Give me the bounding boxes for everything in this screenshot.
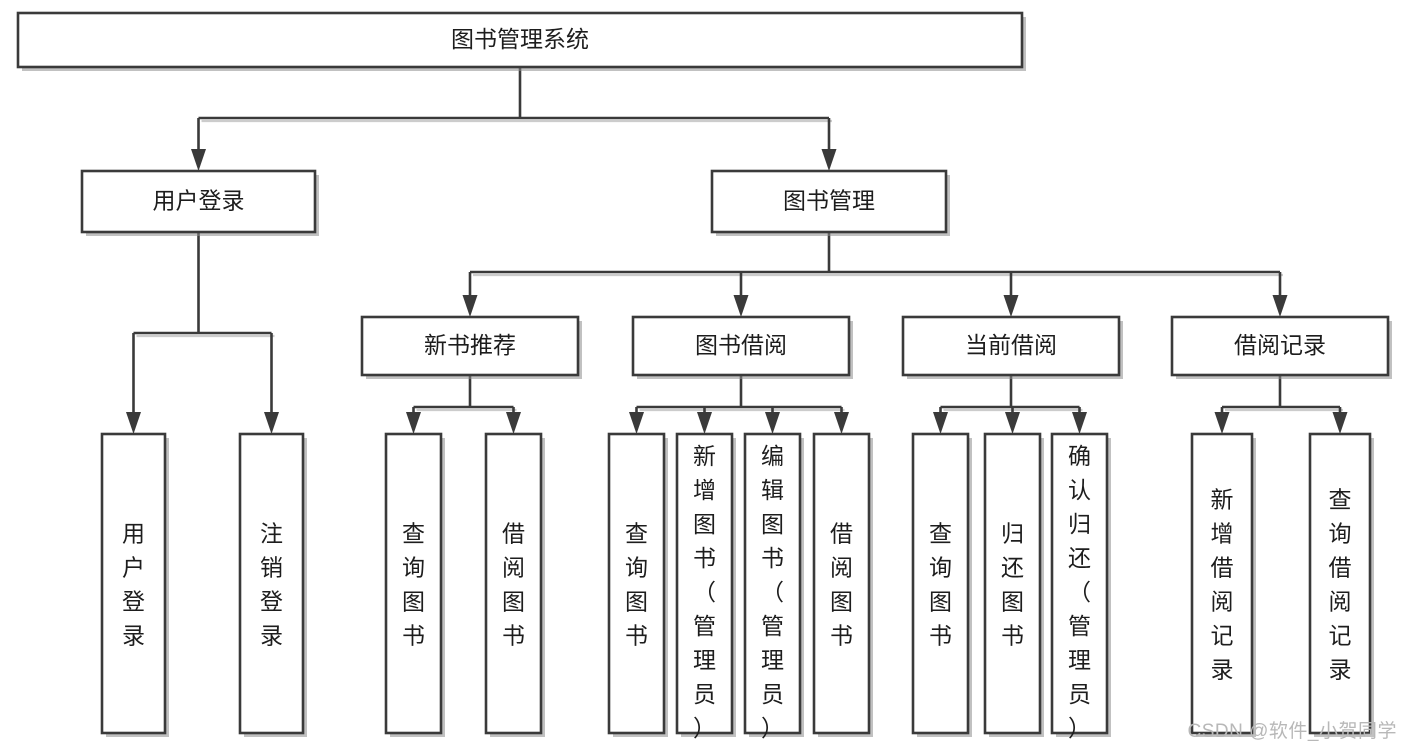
node-box: [1190, 432, 1254, 735]
node-label: 确认归还（管理员）: [1068, 443, 1091, 741]
connector-group-login: [126, 232, 279, 434]
node-label: 图书管理系统: [451, 26, 589, 52]
node-leaf-q1[interactable]: 查询图书: [384, 432, 445, 737]
arrow-head-icon: [697, 412, 712, 434]
connector-group-bookmgmt: [462, 232, 1288, 317]
node-label: 查询借阅记录: [1329, 487, 1352, 683]
node-label: 图书借阅: [695, 332, 787, 358]
node-layer: 图书管理系统用户登录图书管理新书推荐图书借阅当前借阅借阅记录用户登录注销登录查询…: [16, 11, 1392, 741]
node-box: [484, 432, 543, 735]
connector-group-current: [933, 375, 1087, 434]
connector-trunk: [133, 232, 272, 335]
arrow-head-icon: [191, 149, 206, 171]
arrow-head-icon: [733, 295, 749, 317]
node-box: [911, 432, 970, 735]
arrow-head-icon: [126, 412, 141, 434]
connector-trunk: [636, 375, 842, 409]
node-box: [384, 432, 443, 735]
node-box: [1170, 315, 1390, 377]
node-box: [675, 432, 734, 735]
connector-trunk: [198, 67, 829, 120]
node-box: [631, 315, 851, 377]
node-leaf-logout[interactable]: 注销登录: [238, 432, 307, 737]
node-box: [238, 432, 305, 735]
arrow-head-icon: [629, 412, 644, 434]
connector-trunk: [413, 375, 514, 409]
arrow-head-icon: [1332, 412, 1348, 434]
node-leaf-edit[interactable]: 编辑图书（管理员）: [743, 432, 804, 741]
node-label: 借阅图书: [502, 521, 525, 649]
connector-group-newbook: [406, 375, 521, 434]
node-label: 注销登录: [260, 521, 283, 649]
node-leaf-addrec[interactable]: 新增借阅记录: [1190, 432, 1256, 737]
node-label: 新增借阅记录: [1211, 487, 1234, 683]
arrow-head-icon: [1214, 412, 1230, 434]
arrow-head-icon: [834, 412, 849, 434]
node-label: 借阅记录: [1234, 332, 1326, 358]
arrow-head-icon: [506, 412, 521, 434]
node-label: 当前借阅: [965, 332, 1057, 358]
arrow-head-icon: [264, 412, 279, 434]
node-box: [710, 169, 948, 234]
node-leaf-b1[interactable]: 借阅图书: [484, 432, 545, 737]
node-box: [1308, 432, 1372, 735]
arrow-head-icon: [1072, 412, 1087, 434]
node-label: 新增图书（管理员）: [693, 443, 716, 741]
arrow-head-icon: [462, 295, 478, 317]
connector-trunk: [1222, 375, 1340, 409]
node-leaf-return[interactable]: 归还图书: [983, 432, 1044, 737]
node-label: 归还图书: [1001, 521, 1024, 649]
arrow-head-icon: [1003, 295, 1019, 317]
connector-layer: [126, 67, 1348, 434]
node-box: [1050, 432, 1109, 735]
node-label: 查询图书: [625, 521, 648, 649]
node-label: 查询图书: [402, 521, 425, 649]
node-leaf-qrec[interactable]: 查询借阅记录: [1308, 432, 1374, 737]
node-box: [983, 432, 1042, 735]
node-label: 借阅图书: [830, 521, 853, 649]
node-box: [100, 432, 167, 735]
connector-trunk: [470, 232, 1280, 274]
node-label: 用户登录: [153, 188, 245, 214]
node-box: [360, 315, 580, 377]
node-borrow[interactable]: 图书借阅: [631, 315, 853, 379]
node-box: [607, 432, 666, 735]
arrow-head-icon: [933, 412, 948, 434]
connector-trunk: [940, 375, 1080, 409]
node-label: 新书推荐: [424, 332, 516, 358]
node-record[interactable]: 借阅记录: [1170, 315, 1392, 379]
node-leaf-q3[interactable]: 查询图书: [911, 432, 972, 737]
arrow-head-icon: [406, 412, 421, 434]
node-root[interactable]: 图书管理系统: [16, 11, 1026, 71]
node-leaf-add[interactable]: 新增图书（管理员）: [675, 432, 736, 741]
node-leaf-login[interactable]: 用户登录: [100, 432, 169, 737]
node-bookmgmt[interactable]: 图书管理: [710, 169, 950, 236]
node-current[interactable]: 当前借阅: [901, 315, 1123, 379]
connector-group-record: [1214, 375, 1348, 434]
arrow-head-icon: [1005, 412, 1020, 434]
connector-group-root: [191, 67, 837, 171]
arrow-head-icon: [1272, 295, 1288, 317]
node-box: [80, 169, 317, 234]
node-login[interactable]: 用户登录: [80, 169, 319, 236]
node-leaf-q2[interactable]: 查询图书: [607, 432, 668, 737]
arrow-head-icon: [821, 149, 837, 171]
node-box: [901, 315, 1121, 377]
node-box: [16, 11, 1024, 69]
csdn-watermark: CSDN @软件_小贺同学: [1187, 721, 1397, 742]
node-label: 查询图书: [929, 521, 952, 649]
node-label: 用户登录: [122, 521, 145, 649]
node-label: 图书管理: [783, 188, 875, 214]
arrow-head-icon: [765, 412, 780, 434]
node-box: [812, 432, 871, 735]
node-leaf-conf[interactable]: 确认归还（管理员）: [1050, 432, 1111, 741]
node-newbook[interactable]: 新书推荐: [360, 315, 582, 379]
node-label: 编辑图书（管理员）: [761, 443, 784, 741]
connector-group-borrow: [629, 375, 849, 434]
node-leaf-b2[interactable]: 借阅图书: [812, 432, 873, 737]
node-box: [743, 432, 802, 735]
